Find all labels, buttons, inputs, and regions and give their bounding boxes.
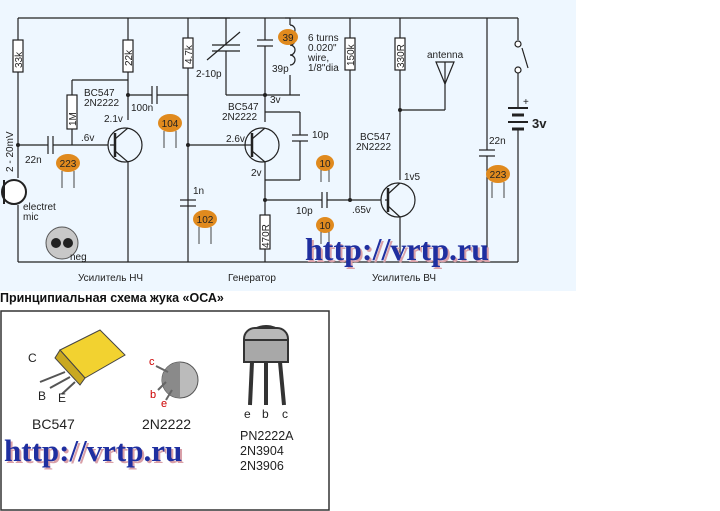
c-supply-label: 22n xyxy=(489,136,506,147)
v-q2-e: 2v xyxy=(251,168,262,179)
cap-code-223-supply: 223 xyxy=(486,165,510,198)
q1-type-label: BC547 xyxy=(84,88,115,99)
cap-code-label: 10 xyxy=(319,159,331,170)
neg-label: neg xyxy=(70,252,87,263)
pinout-watermark: http://vrtp.ru xyxy=(4,433,182,468)
pinout-watermark-shadow: http://vrtp.ru xyxy=(6,435,184,470)
n2222-pin-b: b xyxy=(150,389,156,401)
c-fb-label: 10p xyxy=(312,130,329,141)
section-rf-label: Усилитель ВЧ xyxy=(372,273,436,284)
c-in-label: 22n xyxy=(25,155,42,166)
c-tank-label: 39p xyxy=(272,64,289,75)
mic-level-label: 2 - 20mV xyxy=(5,131,16,172)
r3-label: 4.7k xyxy=(184,44,195,64)
v-q1-b: .6v xyxy=(81,133,94,144)
c-out-label: 10p xyxy=(296,206,313,217)
bc547-pin-b: B xyxy=(38,389,46,403)
section-gen-label: Генератор xyxy=(228,273,276,284)
watermark: http://vrtp.ru xyxy=(305,231,489,267)
cap-code-10-out: 10 xyxy=(316,217,334,244)
q1-alt-label: 2N2222 xyxy=(84,98,119,109)
pn2222a-alt2: 2N3906 xyxy=(240,459,284,473)
bc547-pin-c: C xyxy=(28,351,37,365)
bc547-name: BC547 xyxy=(32,416,75,432)
n2222-pin-e: e xyxy=(161,398,167,410)
circuit-schematic: 223 104 39 10 102 10 223 33k 22k 4.7k 1M… xyxy=(0,0,576,291)
watermark-shadow: http://vrtp.ru xyxy=(307,233,491,269)
coil-note-4: 1/8"dia xyxy=(308,63,339,74)
v-q1-c: 2.1v xyxy=(104,114,123,125)
mic-component-photo xyxy=(45,226,79,260)
r4-label: 1M xyxy=(68,112,79,126)
v-q2-b: 2.6v xyxy=(226,134,245,145)
cap-code-label: 102 xyxy=(197,215,214,226)
pn2222a-package xyxy=(243,325,289,406)
bc547-pin-e: E xyxy=(58,391,66,405)
section-af-label: Усилитель НЧ xyxy=(78,273,143,284)
schematic-caption: Принципиальная схема жука «ОСА» xyxy=(0,291,224,305)
cap-code-10-fb: 10 xyxy=(316,155,334,182)
cap-code-label: 223 xyxy=(490,170,507,181)
transistor-pinout-panel: C B E BC547 c b e 2N2222 e b c PN2222A 2… xyxy=(0,310,330,511)
q2-alt-label: 2N2222 xyxy=(222,112,257,123)
pn2222a-pin-c: c xyxy=(282,407,288,421)
cap-code-label: 104 xyxy=(162,119,179,130)
coil-note-3: wire, xyxy=(307,53,329,64)
coil-note-2: 0.020" xyxy=(308,43,337,54)
v-q2-top: 3v xyxy=(270,95,281,106)
bc547-package xyxy=(39,329,126,395)
cap-code-label: 39 xyxy=(282,33,294,44)
coil-note-1: 6 turns xyxy=(308,33,339,44)
n2222-name: 2N2222 xyxy=(142,416,191,432)
cap-code-223-in: 223 xyxy=(56,154,80,188)
c-trim-label: 2-10p xyxy=(196,69,222,80)
v-q3-b: .65v xyxy=(352,205,371,216)
c-couple-label: 100n xyxy=(131,103,153,114)
pn2222a-alt1: 2N3904 xyxy=(240,444,284,458)
v-q3-e: 1v5 xyxy=(404,172,421,183)
v-battery: 3v xyxy=(532,116,547,131)
cap-code-label: 223 xyxy=(60,159,77,170)
cap-code-102: 102 xyxy=(193,210,217,244)
n2222-pin-c: c xyxy=(149,356,155,368)
pn2222a-name: PN2222A xyxy=(240,429,294,443)
r2-label: 22k xyxy=(124,49,135,66)
cap-code-label: 10 xyxy=(319,221,331,232)
r6-label: 330R xyxy=(396,44,407,68)
r5-label: 150k xyxy=(346,43,357,66)
c-1n-label: 1n xyxy=(193,186,204,197)
cap-code-39: 39 xyxy=(278,29,298,45)
r7-label: 470R xyxy=(261,224,272,248)
r1-label: 33k xyxy=(14,51,25,68)
cap-code-104: 104 xyxy=(158,114,182,148)
antenna-label: antenna xyxy=(427,50,464,61)
pn2222a-pin-e: e xyxy=(244,407,251,421)
q3-alt-label: 2N2222 xyxy=(356,142,391,153)
n2222-package xyxy=(155,361,199,401)
q2-type-label: BC547 xyxy=(228,102,259,113)
electret-mic xyxy=(1,179,27,205)
q3-type-label: BC547 xyxy=(360,132,391,143)
battery-plus: + xyxy=(523,97,529,108)
pn2222a-pin-b: b xyxy=(262,407,269,421)
